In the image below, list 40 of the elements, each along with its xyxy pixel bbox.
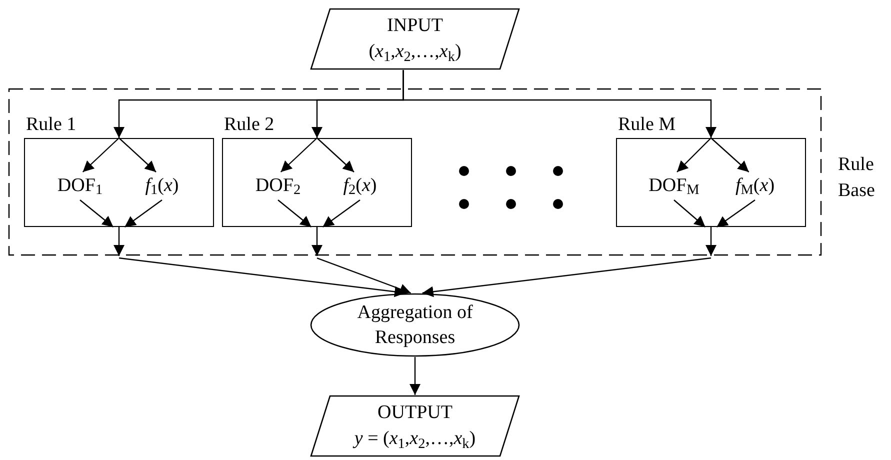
arrow: [124, 200, 162, 228]
arrow: [118, 138, 156, 172]
arrow: [82, 138, 120, 172]
arrow: [316, 257, 411, 294]
group-label: Rule Base: [838, 153, 876, 203]
arrow: [312, 227, 322, 256]
arrow: [80, 200, 114, 228]
rule-box: [616, 114, 806, 227]
arrow: [402, 70, 716, 138]
parallelogram-box: [310, 8, 520, 70]
arrow: [280, 138, 318, 172]
box-heading: Rule 1: [26, 114, 76, 136]
arrow: [422, 257, 712, 298]
arrow: [322, 200, 360, 228]
parallelogram-box: [310, 395, 520, 457]
formula-text: DOF$_{1}$: [52, 172, 108, 200]
box-heading: OUTPUT: [378, 401, 452, 425]
box-heading: Rule 2: [224, 114, 274, 136]
ellipse-node: [310, 293, 520, 357]
formula-text: y = (x$_{1}$,x$_{2}$,…,x$_{k}$): [354, 427, 476, 452]
arrow: [278, 200, 312, 228]
formula-text: f$_{M}$(x): [724, 172, 786, 200]
formula-text: DOF$_{M}$: [644, 172, 704, 200]
arrow: [706, 227, 716, 256]
box-heading: Rule M: [618, 114, 676, 136]
box-heading: INPUT: [387, 14, 443, 38]
arrow: [674, 200, 706, 228]
formula-text: f$_{1}$(x): [132, 172, 192, 200]
arrow: [676, 138, 712, 172]
formula-text: (x$_{1}$,x$_{2}$,…,x$_{k}$): [368, 40, 462, 65]
arrow: [316, 138, 354, 172]
formula-text: DOF$_{2}$: [250, 172, 306, 200]
arrow: [710, 138, 750, 172]
rule-box: [24, 114, 214, 227]
node-label: Aggregation of Responses: [356, 301, 474, 350]
rule-box: [222, 114, 412, 227]
arrow: [716, 200, 756, 228]
arrow: [410, 357, 420, 395]
arrow: [114, 227, 124, 256]
formula-text: f$_{2}$(x): [330, 172, 390, 200]
